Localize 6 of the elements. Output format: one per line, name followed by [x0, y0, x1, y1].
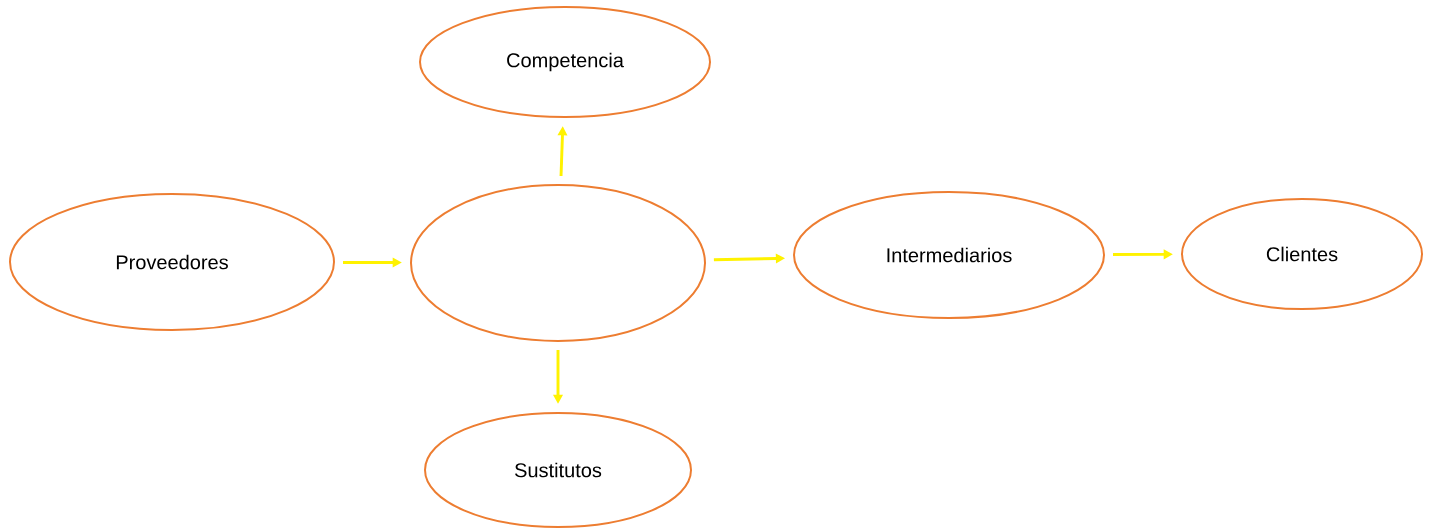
ellipse-node: Clientes [1181, 198, 1423, 310]
ellipse-node: Sustitutos [424, 412, 692, 528]
ellipse-node: Intermediarios [793, 191, 1105, 319]
ellipse-node: Competencia [419, 6, 711, 118]
ellipse-node [410, 184, 706, 342]
ellipse-node: Proveedores [9, 193, 335, 331]
